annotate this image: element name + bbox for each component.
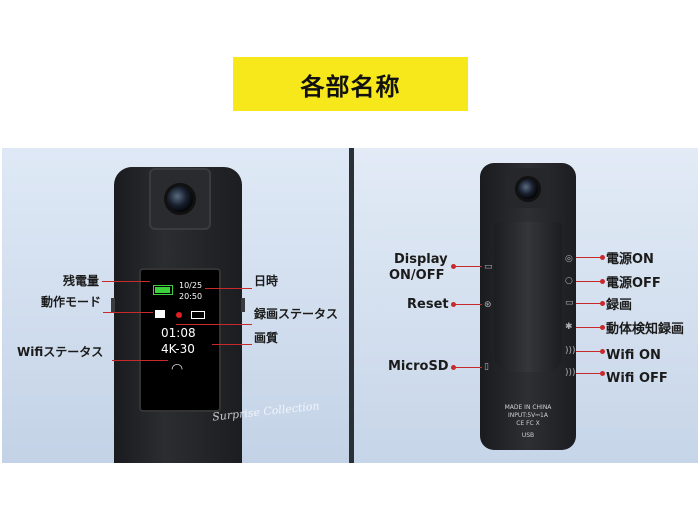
side-button-right — [241, 298, 245, 312]
wifi-icon: ◠ — [171, 361, 184, 377]
label-wifi-off: Wifi OFF — [606, 371, 668, 386]
leader-dot-reset — [451, 302, 456, 307]
sd-slot-icon: ▯ — [484, 362, 489, 372]
record-icon: ▭ — [565, 298, 574, 308]
print-made: MADE IN CHINA — [504, 404, 552, 411]
label-quality: 画質 — [254, 331, 279, 345]
label-wifi-status: Wifiステータス — [17, 345, 104, 359]
screen-elapsed: 01:08 — [161, 326, 196, 340]
storage-icon — [191, 311, 205, 319]
side-button-left — [111, 298, 115, 312]
power-on-icon: ◎ — [565, 254, 573, 264]
leader-reset — [454, 304, 482, 305]
wifi-on-icon: ))) — [565, 346, 576, 356]
leader-wifi-on — [576, 351, 602, 352]
screen-date: 10/25 — [179, 281, 203, 290]
leader-wifi-off — [576, 373, 602, 374]
screen-resolution: 4K-30 — [161, 342, 195, 356]
device-screen: 10/25 20:50 01:08 4K-30 ◠ — [139, 268, 221, 412]
leader-dot-sd — [451, 365, 456, 370]
label-microsd: MicroSD — [388, 359, 449, 374]
battery-icon — [153, 285, 173, 295]
label-display: Display — [394, 252, 448, 267]
leader-battery — [102, 281, 150, 282]
label-motion: 動体検知録画 — [606, 322, 685, 337]
leader-dot-power-on — [600, 255, 605, 260]
lens-icon — [515, 176, 541, 202]
leader-mode — [103, 312, 153, 313]
cert-marks: CE FC X — [516, 420, 540, 427]
leader-display — [454, 266, 482, 267]
label-wifi-on: Wifi ON — [606, 348, 661, 363]
belt-clip — [494, 222, 562, 372]
label-battery: 残電量 — [63, 274, 100, 288]
leader-dot-motion — [600, 325, 605, 330]
title-banner: 各部名称 — [233, 57, 468, 111]
wifi-off-icon: ))) — [565, 368, 576, 378]
leader-wifi — [112, 360, 168, 361]
page-title: 各部名称 — [300, 72, 401, 101]
label-power-on: 電源ON — [606, 252, 654, 267]
leader-rec — [176, 324, 252, 325]
video-mode-icon — [155, 310, 165, 318]
label-datetime: 日時 — [254, 274, 279, 288]
label-mode: 動作モード — [41, 295, 102, 309]
leader-datetime — [205, 288, 252, 289]
motion-icon: ✱ — [565, 322, 573, 332]
camera-lens-housing-back — [507, 168, 547, 208]
leader-dot-wifi-on — [600, 349, 605, 354]
leader-dot-display — [451, 264, 456, 269]
print-usb: USB — [521, 432, 535, 439]
leader-record — [576, 303, 602, 304]
label-reset: Reset — [407, 297, 449, 312]
screen-time: 20:50 — [179, 292, 203, 301]
label-rec-status: 録画ステータス — [254, 307, 339, 321]
reset-button-icon: ⊛ — [484, 300, 492, 310]
label-display-onoff: ON/OFF — [389, 268, 445, 283]
leader-motion — [576, 327, 602, 328]
leader-dot-record — [600, 301, 605, 306]
camera-lens-housing — [149, 168, 211, 230]
leader-quality — [212, 344, 252, 345]
leader-power-on — [576, 257, 602, 258]
leader-power-off — [576, 281, 602, 282]
print-input: INPUT:5V⎓1A — [508, 412, 548, 419]
power-off-icon: ○ — [565, 276, 573, 286]
lens-icon — [164, 183, 196, 215]
leader-sd — [454, 367, 482, 368]
leader-dot-power-off — [600, 279, 605, 284]
leader-dot-wifi-off — [600, 371, 605, 376]
panel-divider — [349, 148, 354, 463]
rec-dot-icon — [176, 312, 182, 318]
display-button-icon: ▭ — [484, 262, 493, 272]
label-record: 録画 — [606, 298, 633, 313]
label-power-off: 電源OFF — [606, 276, 661, 291]
